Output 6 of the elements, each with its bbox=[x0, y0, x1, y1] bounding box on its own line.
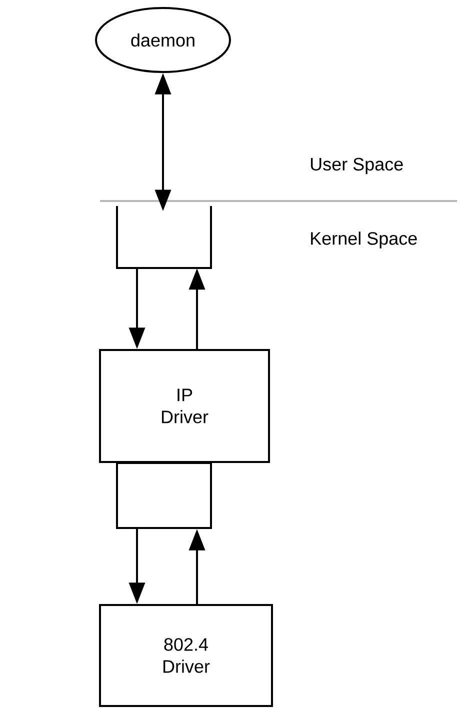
process-box: 802.4 Driver bbox=[99, 604, 273, 707]
region-label: User Space bbox=[310, 158, 403, 174]
module-box bbox=[116, 206, 212, 269]
process-box: IP Driver bbox=[99, 349, 270, 463]
process-box bbox=[116, 462, 212, 529]
region-label: Kernel Space bbox=[311, 232, 417, 248]
